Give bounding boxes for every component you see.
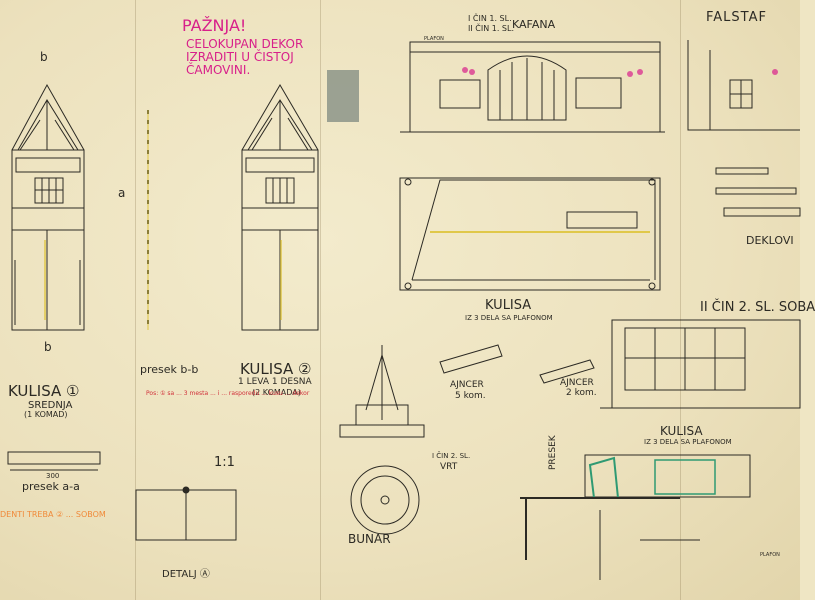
detalj-a-label: DETALJ Ⓐ: [162, 569, 210, 580]
paper-fold: [320, 0, 321, 600]
paper-fold: [680, 0, 681, 600]
vrt-label: VRT: [440, 462, 458, 472]
kafana-kulisa-sub: IZ 3 DELA SA PLAFONOM: [465, 314, 553, 322]
kafana-plafon-label: PLAFON: [424, 36, 444, 42]
soba-plafon-label: PLAFON: [760, 552, 780, 558]
ajncer-1-label: AJNCER: [450, 380, 484, 390]
vrt-act-label: I ČIN 2. SL.: [432, 452, 471, 460]
presek-a-a-label: presek a-a: [22, 480, 80, 493]
orange-note: DENTI TREBA ② ... SOBOM: [0, 510, 106, 519]
act-label-1: I ČIN 1. SL.: [468, 14, 512, 23]
warning-line-1: CELOKUPAN DEKOR: [186, 37, 304, 51]
kafana-kulisa-title: KULISA: [485, 298, 532, 313]
kulisa-1-title: KULISA ①: [8, 382, 80, 400]
act-label-2: II ČIN 1. SL.: [468, 24, 514, 33]
act2-soba-title: II ČIN 2. SL. SOBA: [700, 300, 815, 315]
kulisa-2-title: KULISA ②: [240, 360, 312, 378]
kulisa-1-sub2: (1 KOMAD): [24, 410, 68, 419]
ajncer-1-qty: 5 kom.: [455, 391, 486, 401]
kulisa-2-elevation: [241, 84, 319, 331]
soba-kulisa-title: KULISA: [660, 424, 703, 438]
detalj-a-drawing: [135, 486, 237, 541]
kulisa-1-sub1: SREDNJA: [28, 400, 73, 411]
small-red-note: Pos: ① sa ... 3 mesta ... i ... raspored…: [146, 390, 310, 397]
soba-elevation: [600, 319, 801, 409]
soba-plan: [520, 454, 751, 580]
pasted-label-mark: [327, 70, 359, 122]
kulisa-1-elevation: [11, 83, 85, 331]
falstaf-elevation: [687, 40, 801, 217]
falstaf-label: FALSTAF: [706, 10, 767, 25]
kulisa-2-sub2: (2 KOMADA): [252, 388, 301, 397]
warning-line-3: ČAMOVINI.: [186, 63, 251, 77]
kafana-plan: [399, 177, 661, 291]
deklovi-label: DEKLOVI: [746, 234, 794, 247]
warning-line-2: IZRADITI U ČISTOJ: [186, 50, 294, 64]
presek-b-b-label: presek b-b: [140, 363, 199, 376]
presek-vertical-label: PRESEK: [548, 435, 558, 470]
section-mark-b-top: b: [40, 50, 48, 64]
kafana-elevation: [400, 41, 665, 133]
presek-a-a-drawing: [7, 451, 101, 471]
ajncer-2-label: AJNCER: [560, 378, 594, 388]
section-mark-a: a: [118, 186, 126, 200]
dim-300: 300: [46, 472, 60, 480]
soba-kulisa-sub: IZ 3 DELA SA PLAFONOM: [644, 438, 732, 446]
kulisa-2-sub1: 1 LEVA 1 DESNA: [238, 377, 312, 387]
kafana-label: KAFANA: [512, 18, 556, 31]
scale-label: 1:1: [214, 455, 235, 470]
section-mark-b-bottom: b: [44, 340, 52, 354]
bunar-well: [339, 345, 425, 535]
paper-fold: [135, 0, 136, 600]
bunar-label: BUNAR: [348, 532, 391, 546]
ajncer-pieces: [439, 344, 595, 384]
ajncer-2-qty: 2 kom.: [566, 388, 597, 398]
warning-title: PAŽNJA!: [182, 16, 247, 35]
